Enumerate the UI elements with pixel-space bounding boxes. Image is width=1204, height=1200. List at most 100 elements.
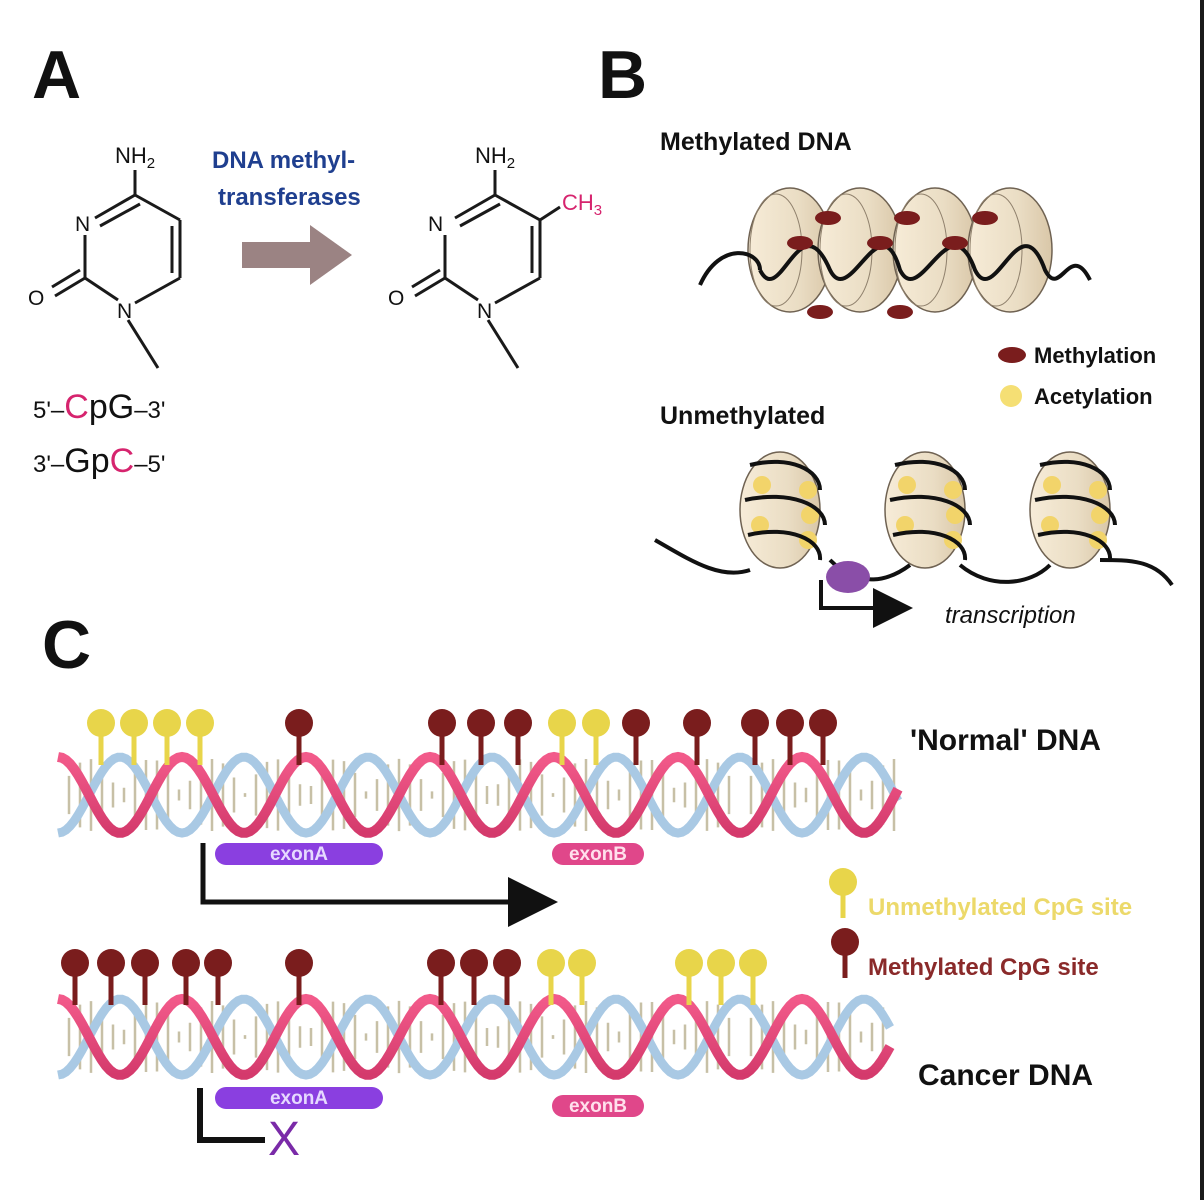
methylation-mark [894, 211, 920, 225]
methylated-cpg-site [285, 709, 313, 737]
cancer-exon-a [215, 1087, 383, 1109]
acetylation-mark [896, 516, 914, 534]
methylation-mark [972, 211, 998, 225]
unmethylated-cpg-site [707, 949, 735, 977]
nucleosome-rim [969, 193, 1023, 307]
methylated-cpg-site [741, 709, 769, 737]
normal-dna-label: 'Normal' DNA [910, 724, 1101, 757]
methylation-mark [815, 211, 841, 225]
panel-b: B Methylated DNA Methylation Acetylation… [598, 37, 1174, 629]
methylated-cpg-site [285, 949, 313, 977]
acetylation-mark [801, 506, 819, 524]
unmethylated-title: Unmethylated [660, 402, 825, 430]
methylated-cpg-site [204, 949, 232, 977]
carbonyl-o-label-right: O [388, 287, 404, 310]
methylated-dna-title: Methylated DNA [660, 128, 852, 156]
acetylation-mark [799, 481, 817, 499]
unmethylated-cpg-site [120, 709, 148, 737]
normal-exon-b [552, 843, 644, 865]
panel-a-letter: A [32, 37, 81, 113]
unmethylated-cpg-site [153, 709, 181, 737]
cancer-exon-a-label: exonA [270, 1088, 328, 1109]
methylated-cpg-legend-icon [831, 928, 859, 978]
ring-n1-label-left: N [117, 300, 132, 323]
cancer-dna-row: Cancer DNA exonA exonB X [57, 949, 1093, 1166]
unmethylated-chromatin: transcription [654, 451, 1174, 629]
methylated-cpg-legend-label: Methylated CpG site [868, 954, 1099, 981]
methylated-cpg-site [467, 709, 495, 737]
dna-wrap [744, 459, 827, 561]
methylcytosine-structure [411, 170, 561, 369]
cancer-cpg-sites [61, 949, 767, 1005]
methylated-cpg-site [493, 949, 521, 977]
methylated-cpg-site [460, 949, 488, 977]
panel-c: C 'Normal' DNA exonA exonB Cancer DNA ex… [42, 607, 1132, 1166]
panel-a: A NH2 N N O 5'–CpG–3' 3'–GpC–5' DNA [28, 37, 602, 480]
amine-label-left: NH2 [115, 143, 155, 172]
dna-wrap [889, 459, 972, 561]
methylated-cpg-site [97, 949, 125, 977]
ring-n1-label-right: N [477, 300, 492, 323]
unmethylated-cpg-site [548, 709, 576, 737]
normal-dna-helix [57, 751, 903, 838]
methyl-group-label: CH3 [562, 190, 602, 219]
methylated-dna-strand [698, 244, 1092, 286]
amine-label-right: NH2 [475, 143, 515, 172]
methylated-cpg-site [172, 949, 200, 977]
unmethylated-cpg-site [537, 949, 565, 977]
acetylation-legend-icon [1000, 385, 1022, 407]
cancer-exon-b-label: exonB [569, 1096, 627, 1117]
normal-cpg-sites [87, 709, 837, 765]
cancer-dna-label: Cancer DNA [918, 1059, 1093, 1092]
unmethylated-cpg-site [582, 709, 610, 737]
methylation-legend-icon [998, 347, 1026, 363]
open-nucleosomes [739, 451, 1117, 569]
acetylation-legend-label: Acetylation [1034, 384, 1153, 409]
rna-polymerase [826, 561, 870, 593]
cpg-bottom-strand: 3'–GpC–5' [33, 442, 165, 480]
methylated-cpg-site [776, 709, 804, 737]
cancer-dna-helix [57, 993, 895, 1080]
methylated-cpg-site [428, 709, 456, 737]
ring-n3-label-right: N [428, 213, 443, 236]
acetylation-mark [946, 506, 964, 524]
helix-strand-pink [57, 993, 895, 1080]
methylation-mark [942, 236, 968, 250]
transcription-label: transcription [945, 602, 1076, 629]
unmethylated-cpg-site [87, 709, 115, 737]
ring-n3-label-left: N [75, 213, 90, 236]
unmethylated-cpg-site [675, 949, 703, 977]
acetylation-mark [1043, 476, 1061, 494]
transcription-start-arrow [819, 580, 913, 628]
blocked-transcription-mark: X [268, 1113, 300, 1166]
panel-b-letter: B [598, 37, 647, 113]
dna-wrap [1034, 459, 1117, 561]
acetylation-mark [751, 516, 769, 534]
methylated-cpg-site [809, 709, 837, 737]
methylated-cpg-site [683, 709, 711, 737]
unmethylated-cpg-site [739, 949, 767, 977]
blocked-transcription-arrow [197, 1088, 265, 1143]
unmethylated-cpg-site [186, 709, 214, 737]
cancer-exon-b [552, 1095, 644, 1117]
cytosine-structure [51, 170, 182, 369]
acetylation-mark [944, 481, 962, 499]
enzyme-label-line2: transferases [218, 184, 361, 211]
methylation-mark [807, 305, 833, 319]
compact-nucleosomes [747, 187, 1053, 313]
conversion-arrow [242, 225, 352, 285]
enzyme-label-line1: DNA methyl- [212, 147, 355, 174]
acetylation-mark [1041, 516, 1059, 534]
acetylation-mark [1089, 481, 1107, 499]
methylation-mark [787, 236, 813, 250]
methylation-mark [867, 236, 893, 250]
normal-exon-b-label: exonB [569, 844, 627, 865]
carbonyl-o-label-left: O [28, 287, 44, 310]
methylated-chromatin [698, 187, 1092, 319]
helix-strand-blue [57, 994, 894, 1080]
methylated-cpg-site [61, 949, 89, 977]
acetylation-mark [753, 476, 771, 494]
methylation-legend-label: Methylation [1034, 343, 1156, 368]
unmethylated-cpg-site [568, 949, 596, 977]
